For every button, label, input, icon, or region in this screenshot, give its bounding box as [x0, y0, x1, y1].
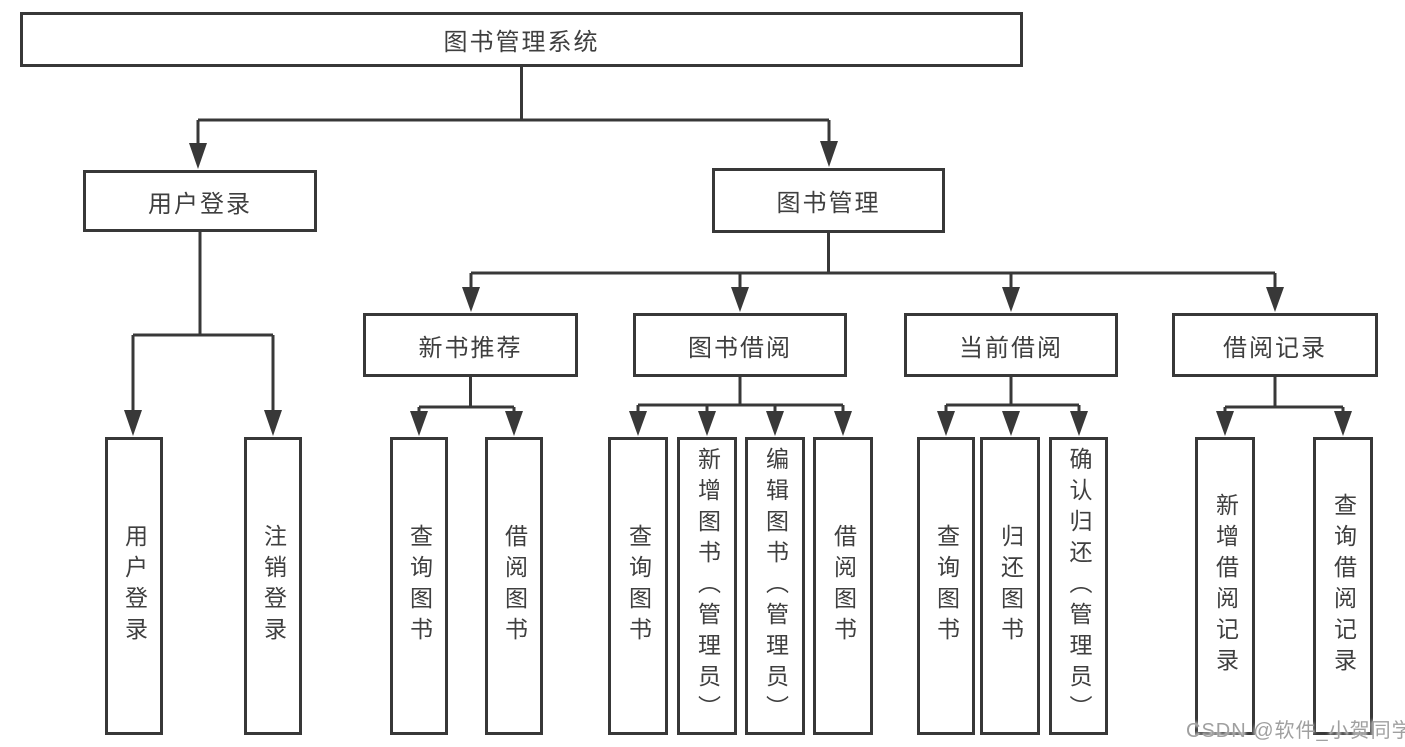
leaf-label: 查询图书	[406, 524, 433, 648]
node-label: 图书管理系统	[443, 29, 600, 56]
leaf-label: 新增图书（管理员）	[694, 446, 721, 726]
connector-current-borrowing-to-leaves	[937, 377, 1088, 436]
csdn-watermark: CSDN @软件_小贺同学	[1186, 720, 1405, 742]
leaf-label: 确认归还（管理员）	[1066, 446, 1092, 726]
leaf-label: 查询图书	[625, 524, 652, 648]
connector-book-management-to-level3	[462, 233, 1284, 312]
leaf-label: 借阅图书	[830, 524, 857, 648]
leaf-borrow-books-recommend: 借阅图书	[485, 437, 543, 735]
node-borrowing-records: 借阅记录	[1172, 313, 1378, 377]
connector-user-login-to-leaves	[124, 232, 282, 436]
leaf-label: 编辑图书（管理员）	[762, 446, 789, 726]
node-book-borrowing: 图书借阅	[633, 313, 847, 377]
leaf-logout: 注销登录	[244, 437, 302, 735]
connector-root-to-level2	[189, 67, 838, 169]
leaf-user-login: 用户登录	[105, 437, 163, 735]
leaf-confirm-return-admin: 确认归还（管理员）	[1049, 437, 1108, 735]
node-label: 新书推荐	[418, 334, 523, 362]
leaf-query-books-current: 查询图书	[917, 437, 975, 735]
leaf-add-borrow-record: 新增借阅记录	[1195, 437, 1255, 735]
connector-book-borrowing-to-leaves	[629, 377, 852, 436]
node-book-management: 图书管理	[712, 168, 945, 233]
leaf-label: 查询图书	[933, 524, 960, 648]
node-label: 当前借阅	[959, 334, 1063, 362]
node-user-login: 用户登录	[83, 170, 317, 232]
node-library-management-system: 图书管理系统	[20, 12, 1023, 67]
leaf-return-books: 归还图书	[980, 437, 1040, 735]
connector-borrowing-records-to-leaves	[1216, 377, 1352, 436]
leaf-label: 用户登录	[121, 524, 148, 648]
node-new-book-recommend: 新书推荐	[363, 313, 578, 377]
leaf-label: 查询借阅记录	[1330, 493, 1357, 679]
leaf-query-books-borrowing: 查询图书	[608, 437, 668, 735]
leaf-add-books-admin: 新增图书（管理员）	[677, 437, 737, 735]
leaf-borrow-books: 借阅图书	[813, 437, 873, 735]
leaf-label: 借阅图书	[501, 524, 528, 648]
leaf-label: 归还图书	[997, 524, 1024, 648]
connector-new-book-recommend-to-leaves	[410, 377, 523, 436]
node-label: 用户登录	[148, 190, 252, 218]
leaf-label: 新增借阅记录	[1212, 493, 1239, 679]
node-label: 图书管理	[776, 190, 881, 217]
leaf-query-borrow-record: 查询借阅记录	[1313, 437, 1373, 735]
node-label: 图书借阅	[688, 334, 792, 362]
node-label: 借阅记录	[1223, 334, 1327, 362]
leaf-label: 注销登录	[260, 524, 287, 648]
leaf-edit-books-admin: 编辑图书（管理员）	[745, 437, 805, 735]
node-current-borrowing: 当前借阅	[904, 313, 1118, 377]
leaf-query-books-recommend: 查询图书	[390, 437, 448, 735]
